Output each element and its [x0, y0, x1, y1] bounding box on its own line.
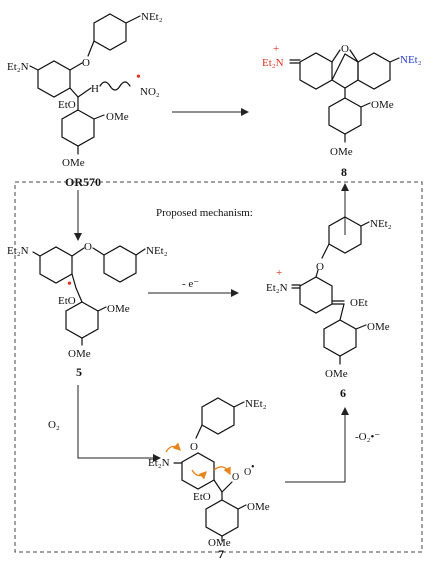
net2-label: NEt₂: [146, 245, 168, 257]
structure-6: NEt₂ O + Et₂N OEt OMe OMe 6: [266, 216, 392, 400]
et2n-iminium-label: Et₂N: [266, 282, 288, 294]
structure-7: NEt₂ O Et₂N EtO O O • OMe OMe 7: [148, 397, 270, 561]
peroxy-radical-dot: •: [251, 462, 255, 473]
ome-label: OMe: [107, 303, 130, 315]
structure-8: + Et₂N O NEt₂ OMe OMe 8: [262, 43, 422, 179]
ethoxy-label: EtO: [193, 491, 211, 503]
arrow-5-to-7: [77, 385, 161, 462]
superoxide-loss-label: -O₂•⁻: [355, 431, 380, 443]
ome-label: OMe: [68, 348, 91, 360]
mechanism-box: [14, 181, 423, 553]
net2-amine-label: NEt₂: [400, 54, 422, 66]
arrow-7-to-6: [285, 407, 349, 483]
ome-label: OMe: [371, 99, 394, 111]
ether-oxygen-label: O: [84, 241, 92, 253]
compound-label-7: 7: [218, 547, 224, 561]
et2n-iminium-label: Et₂N: [262, 57, 284, 69]
no2-label: NO₂: [140, 86, 160, 98]
compound-label-6: 6: [340, 386, 346, 400]
ome-label: OMe: [106, 111, 129, 123]
oxidation-label: - e⁻: [182, 278, 199, 290]
structure-or570: NEt₂ O Et₂N EtO H • NO₂ OMe OMe OR570: [7, 11, 163, 189]
curved-arrow: [213, 466, 231, 476]
net2-label: NEt₂: [245, 398, 267, 410]
peroxy-oxygen-label: O: [232, 472, 239, 483]
peroxy-oxygen-label: O: [244, 467, 251, 478]
compound-label-8: 8: [341, 165, 347, 179]
ome-label: OMe: [247, 501, 270, 513]
et2n-label: Et₂N: [148, 457, 170, 469]
ether-oxygen-label: O: [82, 57, 90, 69]
ome-label: OMe: [62, 157, 85, 169]
curved-arrow: [191, 469, 207, 480]
ethoxy-label: OEt: [350, 297, 368, 309]
ethoxy-label: EtO: [58, 99, 76, 111]
ethoxy-label: EtO: [58, 295, 76, 307]
curved-arrow: [165, 442, 181, 453]
plus-charge: +: [273, 43, 279, 55]
ome-label: OMe: [367, 321, 390, 333]
radical-dot: •: [67, 277, 72, 292]
mechanism-title: Proposed mechanism:: [156, 207, 253, 219]
net2-label: NEt₂: [141, 11, 163, 23]
oxygen-reagent-label: O₂: [48, 419, 60, 431]
hydrogen-label: H: [91, 83, 99, 95]
net2-label: NEt₂: [370, 218, 392, 230]
et2n-label: Et₂N: [7, 61, 29, 73]
ome-label: OMe: [330, 146, 353, 158]
et2n-label: Et₂N: [7, 245, 29, 257]
ome-label: OMe: [325, 368, 348, 380]
compound-label-5: 5: [76, 365, 82, 379]
ether-oxygen-label: O: [190, 441, 198, 453]
radical-dot: •: [136, 70, 141, 85]
xanthene-oxygen-label: O: [341, 43, 349, 55]
structure-5: Et₂N O NEt₂ • EtO OMe OMe 5: [7, 241, 168, 379]
ether-oxygen-label: O: [316, 261, 324, 273]
compound-label-or570: OR570: [65, 175, 101, 189]
ome-label: OMe: [208, 537, 231, 549]
plus-charge: +: [276, 267, 282, 279]
